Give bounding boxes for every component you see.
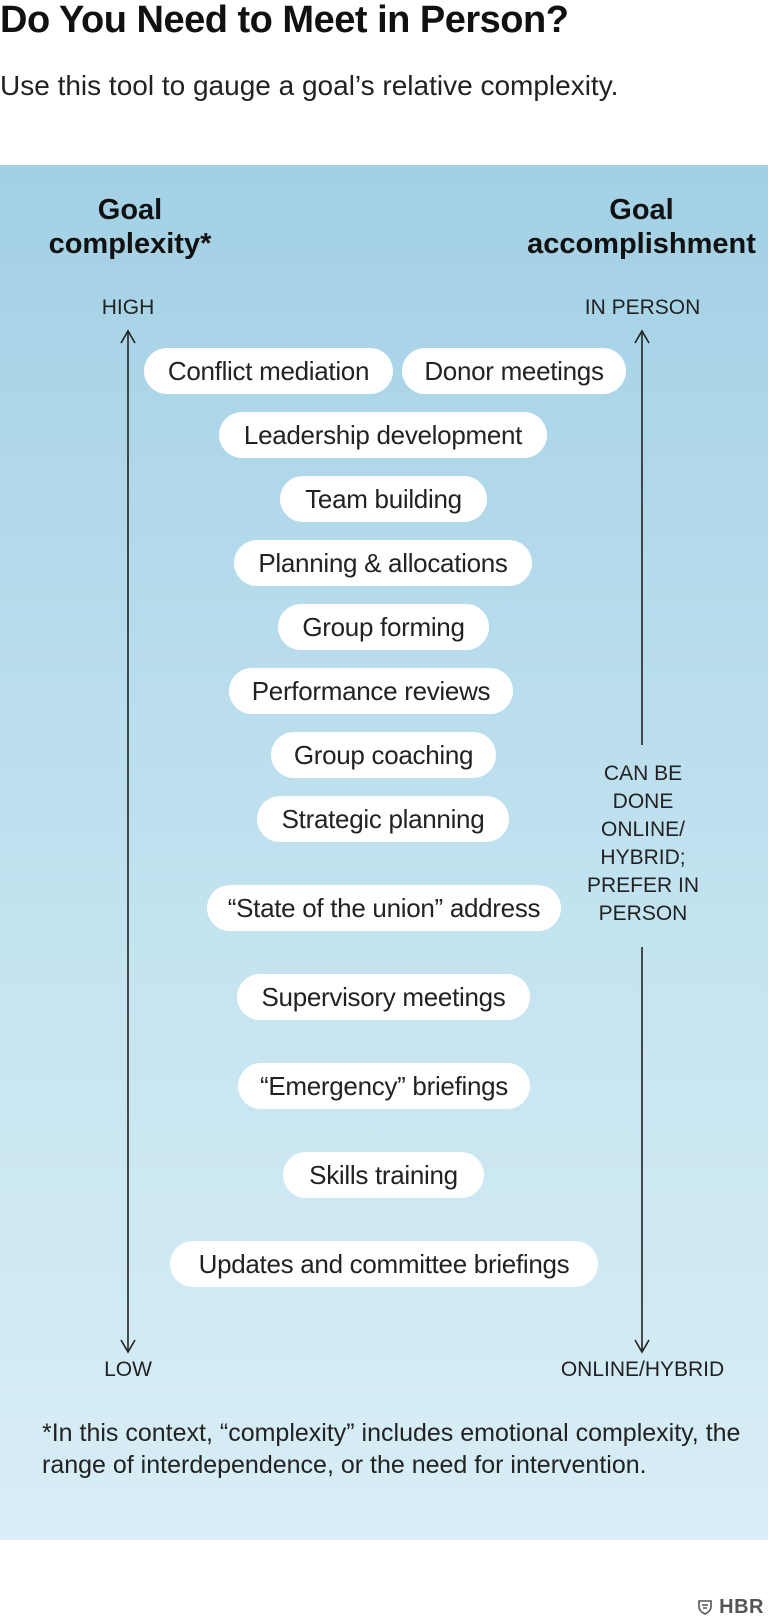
complexity-low-label: LOW <box>104 1358 152 1381</box>
accomplishment-online-hybrid-label: ONLINE/HYBRID <box>560 1358 725 1381</box>
goal-pill-emergency-briefings: “Emergency” briefings <box>238 1063 530 1109</box>
complexity-high-label: HIGH <box>101 296 155 319</box>
page-subtitle: Use this tool to gauge a goal’s relative… <box>0 70 619 101</box>
goal-pill-performance-reviews: Performance reviews <box>229 668 513 714</box>
goal-pill-group-coaching: Group coaching <box>271 732 496 778</box>
goal-pill-state-of-the-union: “State of the union” address <box>207 885 561 931</box>
axis-arrows <box>120 329 650 1354</box>
goal-pill-conflict-mediation: Conflict mediation <box>144 348 393 394</box>
accomplishment-hybrid-preferred-label: CAN BE DONE ONLINE/ HYBRID; PREFER IN PE… <box>586 762 699 925</box>
footnote: *In this context, “complexity” includes … <box>42 1419 741 1479</box>
goal-pill-donor-meetings: Donor meetings <box>402 348 626 394</box>
goal-pill-group-forming: Group forming <box>278 604 489 650</box>
accomplishment-axis-arrow-upper <box>634 329 650 745</box>
page-title: Do You Need to Meet in Person? <box>0 0 569 41</box>
diagram-panel: Goal complexity* Goal accomplishment HIG… <box>0 165 768 1540</box>
hbr-logo-text: HBR <box>719 1596 764 1618</box>
goal-pill-strategic-planning: Strategic planning <box>257 796 509 842</box>
goal-complexity-heading: Goal complexity* <box>48 194 212 260</box>
goal-pill-team-building: Team building <box>280 476 487 522</box>
goal-pill-updates-committee-briefings: Updates and committee briefings <box>170 1241 598 1287</box>
goal-pill-supervisory-meetings: Supervisory meetings <box>237 974 530 1020</box>
goal-pill-leadership-development: Leadership development <box>219 412 547 458</box>
shield-icon <box>698 1600 712 1615</box>
complexity-axis-arrow <box>120 329 136 1354</box>
goal-pill-planning-allocations: Planning & allocations <box>234 540 532 586</box>
goal-pill-skills-training: Skills training <box>283 1152 484 1198</box>
accomplishment-axis-arrow-lower <box>634 947 650 1354</box>
accomplishment-in-person-label: IN PERSON <box>584 296 701 319</box>
hbr-logo: HBR <box>697 1596 764 1619</box>
goal-accomplishment-heading: Goal accomplishment <box>527 194 756 260</box>
